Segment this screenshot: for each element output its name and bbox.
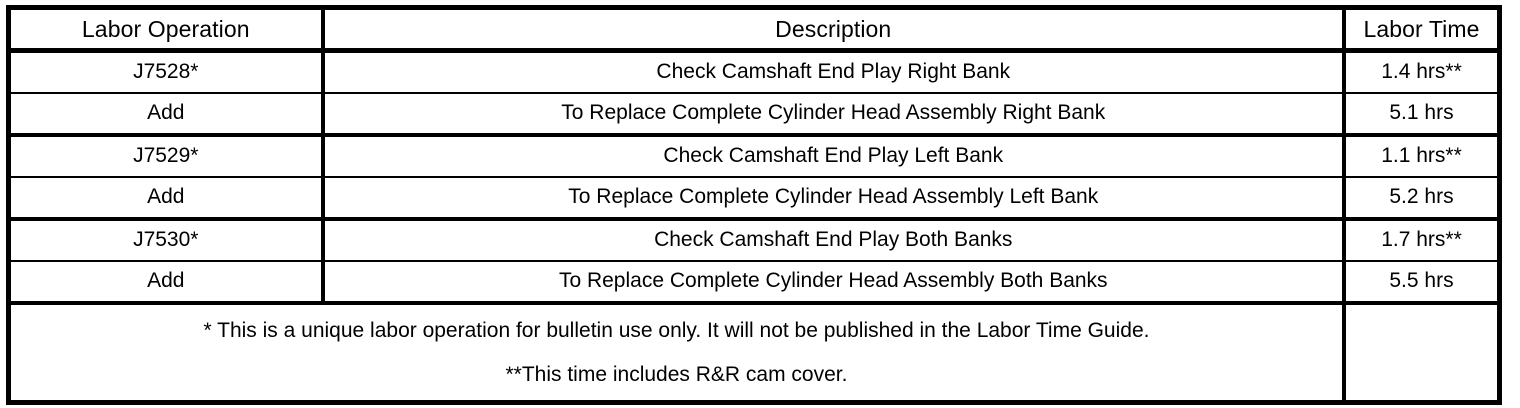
footnote-double-asterisk: **This time includes R&R cam cover. [505, 362, 848, 386]
cell-labor-operation: J7528* [8, 50, 323, 94]
cell-labor-time: 1.1 hrs** [1341, 134, 1500, 178]
footnote-labor-time-blank-cell [1341, 302, 1500, 403]
cell-labor-operation: J7530* [8, 218, 323, 262]
cell-labor-time: 5.1 hrs [1341, 92, 1500, 137]
cell-description: Check Camshaft End Play Left Bank [320, 134, 1344, 178]
footnote-spacer [15, 344, 1338, 361]
cell-description: Check Camshaft End Play Right Bank [320, 50, 1344, 94]
footnote-row: * This is a unique labor operation for b… [8, 302, 1500, 403]
cell-labor-operation: J7529* [8, 134, 323, 178]
header-row: Labor Operation Description Labor Time [8, 7, 1500, 53]
cell-labor-time: 5.5 hrs [1341, 260, 1500, 305]
table-body: J7528* Check Camshaft End Play Right Ban… [8, 50, 1500, 403]
table-row: J7528* Check Camshaft End Play Right Ban… [8, 50, 1500, 94]
table-row: Add To Replace Complete Cylinder Head As… [8, 260, 1500, 305]
cell-description: To Replace Complete Cylinder Head Assemb… [320, 176, 1344, 221]
column-header-description: Description [320, 7, 1344, 53]
table-row: J7530* Check Camshaft End Play Both Bank… [8, 218, 1500, 262]
cell-labor-time: 1.7 hrs** [1341, 218, 1500, 262]
cell-labor-operation: Add [8, 176, 323, 221]
footnote-single-asterisk: * This is a unique labor operation for b… [203, 318, 1150, 342]
table-row: Add To Replace Complete Cylinder Head As… [8, 92, 1500, 137]
footnote-text-container: * This is a unique labor operation for b… [8, 302, 1344, 403]
column-header-labor-operation: Labor Operation [8, 7, 323, 53]
cell-description: To Replace Complete Cylinder Head Assemb… [320, 260, 1344, 305]
cell-labor-time: 1.4 hrs** [1341, 50, 1500, 94]
cell-labor-operation: Add [8, 92, 323, 137]
cell-labor-time: 5.2 hrs [1341, 176, 1500, 221]
table-header: Labor Operation Description Labor Time [8, 7, 1500, 53]
labor-operation-table: Labor Operation Description Labor Time J… [6, 5, 1502, 405]
column-header-labor-time: Labor Time [1341, 7, 1500, 53]
table-row: Add To Replace Complete Cylinder Head As… [8, 176, 1500, 221]
table-row: J7529* Check Camshaft End Play Left Bank… [8, 134, 1500, 178]
cell-description: To Replace Complete Cylinder Head Assemb… [320, 92, 1344, 137]
cell-description: Check Camshaft End Play Both Banks [320, 218, 1344, 262]
cell-labor-operation: Add [8, 260, 323, 305]
